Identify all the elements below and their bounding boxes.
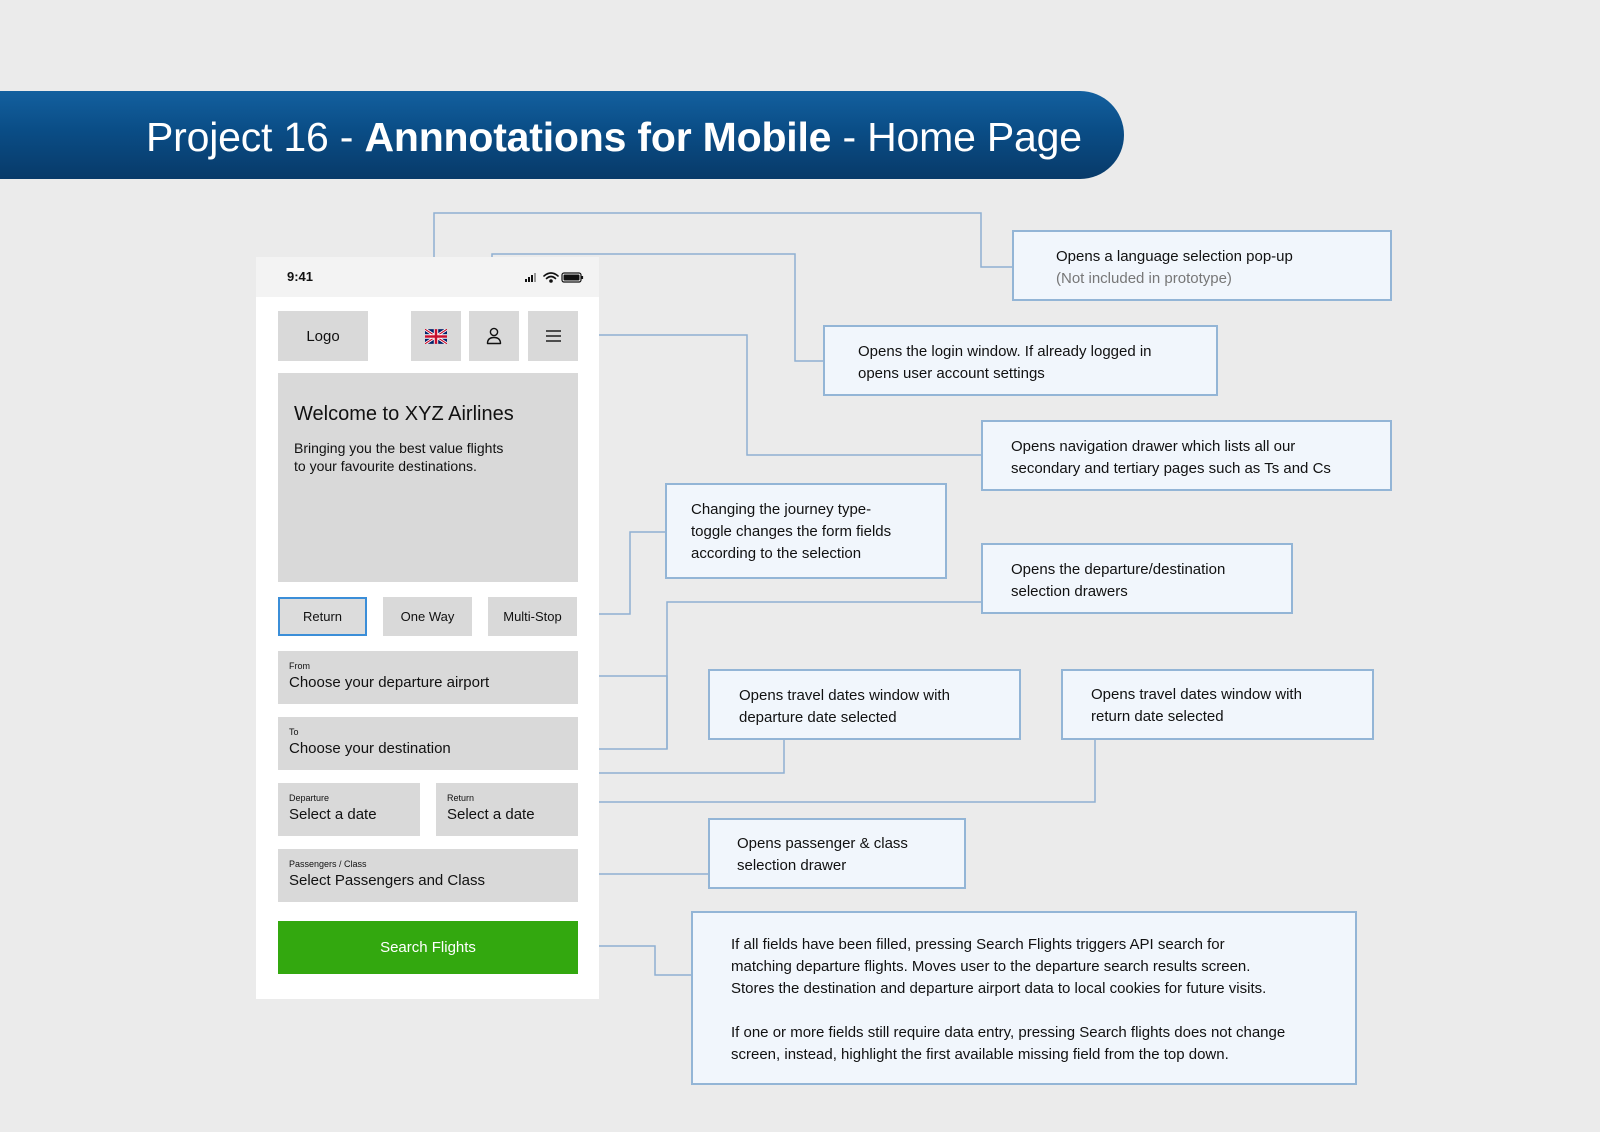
annotation-login-line-1: Opens the login window. If already logge… [858, 343, 1152, 360]
user-icon [486, 327, 502, 345]
title-bold: Annnotations for Mobile [364, 114, 832, 160]
uk-flag-icon [425, 328, 447, 344]
status-time: 9:41 [287, 269, 314, 284]
title-prefix: Project 16 - [146, 114, 365, 160]
hero-subtitle-line-1: Bringing you the best value flights [294, 440, 504, 456]
passengers-class-label: Passengers / Class [289, 859, 367, 869]
annotation-language-line-1: Opens a language selection pop-up [1056, 248, 1293, 265]
passengers-class-field[interactable]: Passengers / Class Select Passengers and… [278, 849, 578, 902]
journey-toggle-multi-stop[interactable]: Multi-Stop [488, 597, 577, 636]
passengers-class-value: Select Passengers and Class [289, 872, 485, 889]
language-button[interactable] [411, 311, 461, 361]
return-date-value: Select a date [447, 806, 535, 823]
annotation-airports: Opens the departure/destination selectio… [981, 543, 1293, 614]
return-date-field[interactable]: Return Select a date [436, 783, 578, 836]
connector-return-date [565, 740, 1096, 803]
signal-icon [525, 273, 536, 282]
annotation-login-line-2: opens user account settings [858, 365, 1045, 382]
departure-date-value: Select a date [289, 806, 377, 823]
journey-toggle-one-way[interactable]: One Way [383, 597, 472, 636]
hero-banner: Welcome to XYZ Airlines Bringing you the… [278, 373, 578, 582]
title-suffix: - Home Page [831, 114, 1082, 160]
to-field-label: To [289, 727, 299, 737]
departure-date-field[interactable]: Departure Select a date [278, 783, 420, 836]
status-icons [523, 270, 585, 284]
annotation-navigation-line-1: Opens navigation drawer which lists all … [1011, 438, 1296, 455]
header-banner [0, 91, 1124, 179]
wifi-icon [543, 272, 559, 283]
annotation-search: If all fields have been filled, pressing… [691, 911, 1357, 1085]
annotation-journey-toggle-line-1: Changing the journey type- [691, 501, 872, 518]
annotation-search-p1-line-3: Stores the destination and departure air… [731, 980, 1267, 997]
logo[interactable]: Logo [278, 311, 368, 361]
annotation-passengers: Opens passenger & class selection drawer [708, 818, 966, 889]
annotation-return-date-line-2: return date selected [1091, 708, 1224, 725]
annotation-search-p1-line-2: matching departure flights. Moves user t… [731, 958, 1251, 975]
return-date-label: Return [447, 793, 475, 803]
connector-airports [587, 675, 668, 750]
annotation-language-line-2: (Not included in prototype) [1056, 270, 1232, 287]
annotation-language: Opens a language selection pop-up (Not i… [1012, 230, 1392, 301]
annotation-passengers-line-1: Opens passenger & class [737, 835, 908, 852]
annotation-journey-toggle-line-2: toggle changes the form fields [691, 523, 892, 540]
status-bar [256, 257, 599, 297]
annotation-return-date-line-1: Opens travel dates window with [1091, 686, 1302, 703]
annotation-journey-toggle-line-3: according to the selection [691, 545, 862, 562]
hamburger-menu-icon [545, 330, 561, 342]
annotation-navigation: Opens navigation drawer which lists all … [981, 420, 1392, 491]
hero-title: Welcome to XYZ Airlines [294, 403, 514, 425]
connector-search [587, 945, 691, 976]
hero-subtitle: Bringing you the best value flights to y… [294, 439, 562, 475]
annotation-airports-line-2: selection drawers [1011, 583, 1128, 600]
from-field-value: Choose your departure airport [289, 674, 490, 691]
annotation-journey-toggle: Changing the journey type- toggle change… [665, 483, 947, 579]
battery-icon [561, 272, 584, 283]
journey-toggle-return[interactable]: Return [278, 597, 367, 636]
from-field[interactable]: From Choose your departure airport [278, 651, 578, 704]
annotation-login: Opens the login window. If already logge… [823, 325, 1218, 396]
search-flights-button[interactable]: Search Flights [278, 921, 578, 974]
annotation-airports-line-1: Opens the departure/destination [1011, 561, 1226, 578]
departure-date-label: Departure [289, 793, 330, 803]
annotation-search-p1-line-1: If all fields have been filled, pressing… [731, 936, 1225, 953]
hero-subtitle-line-2: to your favourite destinations. [294, 458, 477, 474]
annotation-departure-date-line-1: Opens travel dates window with [739, 687, 950, 704]
annotation-return-date: Opens travel dates window with return da… [1061, 669, 1374, 740]
page-title: Project 16 - Annnotations for Mobile - H… [146, 112, 1082, 162]
to-field[interactable]: To Choose your destination [278, 717, 578, 770]
annotation-navigation-line-2: secondary and tertiary pages such as Ts … [1011, 460, 1331, 477]
annotation-passengers-line-2: selection drawer [737, 857, 847, 874]
account-button[interactable] [469, 311, 519, 361]
menu-button[interactable] [528, 311, 578, 361]
annotation-search-p2-line-2: screen, instead, highlight the first ava… [731, 1046, 1229, 1063]
annotation-departure-date: Opens travel dates window with departure… [708, 669, 1021, 740]
annotation-departure-date-line-2: departure date selected [739, 709, 897, 726]
to-field-value: Choose your destination [289, 740, 451, 757]
from-field-label: From [289, 661, 310, 671]
annotation-search-p2-line-1: If one or more fields still require data… [731, 1024, 1286, 1041]
paragraph-gap [731, 1000, 1355, 1022]
